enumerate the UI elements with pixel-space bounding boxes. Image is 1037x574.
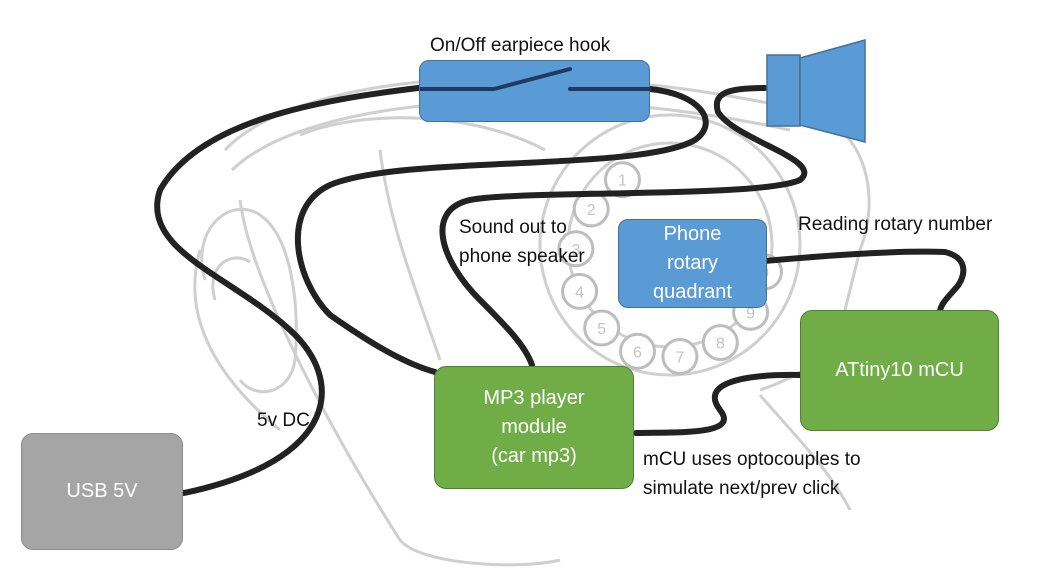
switch-symbol-icon xyxy=(420,67,651,91)
usb-power-box: USB 5V xyxy=(21,433,183,550)
mp3-line-3: (car mp3) xyxy=(491,445,577,467)
dial-digit: 3 xyxy=(571,242,580,259)
sound-out-line-2: phone speaker xyxy=(459,246,585,267)
optocoupler-label: mCU uses optocouples to simulate next/pr… xyxy=(643,445,861,503)
sound-out-label: Sound out to phone speaker xyxy=(459,213,585,271)
dial-digit: 9 xyxy=(746,305,755,322)
dial-hole xyxy=(619,332,656,370)
dial-hole xyxy=(583,309,621,347)
wire-rotary-to-mcu xyxy=(749,248,967,315)
wire-mp3-to-mcu xyxy=(633,371,803,436)
power-label: 5v DC xyxy=(257,410,310,431)
reading-rotary-label: Reading rotary number xyxy=(798,214,993,235)
dial-digit: 2 xyxy=(587,202,596,219)
dial-digit: 1 xyxy=(618,173,627,190)
wire-speaker-to-mp3 xyxy=(439,85,808,368)
dial-hole xyxy=(604,161,641,199)
dial-digit: 6 xyxy=(633,344,642,361)
wire-usb-to-hook xyxy=(154,85,421,496)
mcu-label: ATtiny10 mCU xyxy=(835,359,964,381)
dial-digit: 7 xyxy=(675,350,684,367)
sound-out-line-1: Sound out to xyxy=(459,217,567,238)
mp3-line-1: MP3 player xyxy=(483,387,585,409)
mcu-box: ATtiny10 mCU xyxy=(800,310,999,431)
dial-hole xyxy=(557,230,595,268)
dial-hole xyxy=(661,338,699,375)
rotary-line-1: Phone xyxy=(663,223,722,245)
dial-hole xyxy=(561,272,599,310)
mp3-player-box: MP3 player module (car mp3) xyxy=(434,366,634,489)
rotary-quadrant-box: Phone rotary quadrant xyxy=(618,219,767,308)
rotary-line-2: rotary xyxy=(666,252,719,274)
opto-line-2: simulate next/prev click xyxy=(643,478,840,499)
dial-digit: 4 xyxy=(575,284,584,301)
dial-digit: 8 xyxy=(716,336,725,353)
mp3-line-2: module xyxy=(501,416,567,438)
dial-hole xyxy=(701,324,739,362)
wire-hook-to-mp3 xyxy=(294,86,709,375)
hook-label: On/Off earpiece hook xyxy=(430,35,611,56)
usb-label: USB 5V xyxy=(66,480,138,502)
wires xyxy=(154,85,967,496)
speaker-icon xyxy=(766,39,866,143)
rotary-line-3: quadrant xyxy=(653,281,732,303)
opto-line-1: mCU uses optocouples to xyxy=(643,449,861,470)
on-off-hook-box xyxy=(419,60,651,122)
dial-digit: 5 xyxy=(597,321,606,338)
